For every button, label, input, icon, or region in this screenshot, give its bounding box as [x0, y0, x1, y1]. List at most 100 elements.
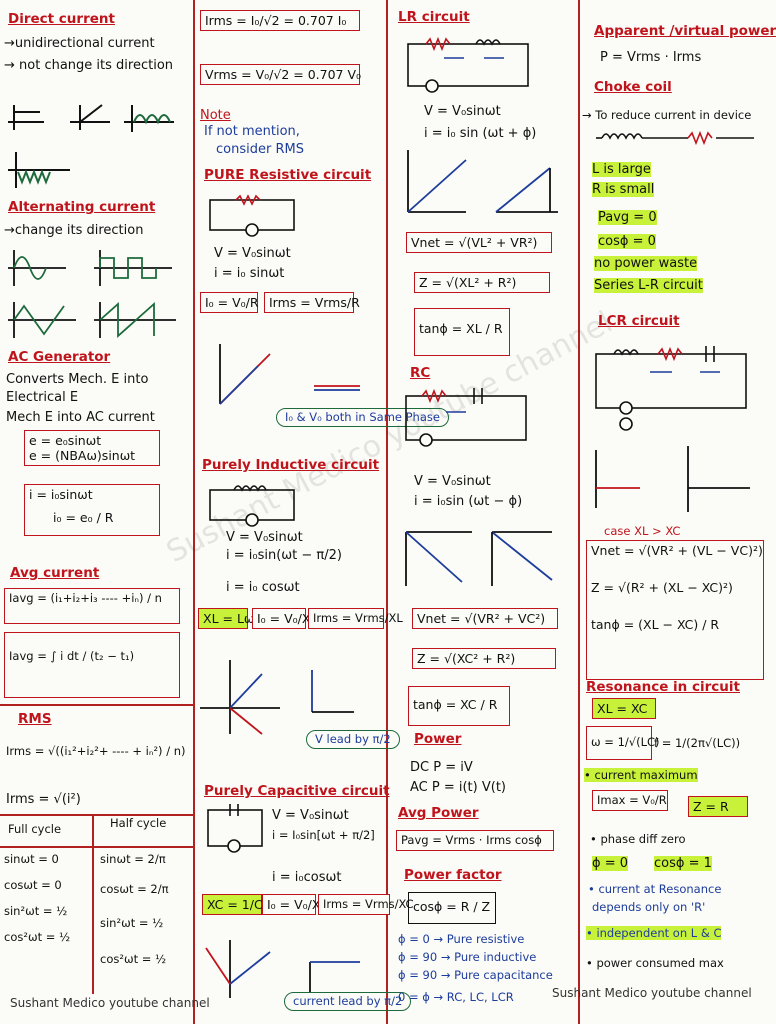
resistive-title: PURE Resistive circuit: [204, 167, 372, 183]
resonance-z: Z = R: [693, 799, 729, 814]
power-factor-formula: cosϕ = R / Z: [413, 899, 491, 914]
full-cycle-cos2: cos²ωt = ½: [4, 930, 71, 944]
resistive-formula-2: i = i₀ sinωt: [214, 266, 285, 281]
resonance-point-4-text: cosϕ = 1: [654, 856, 712, 871]
inductive-box-3: Irms = Vrms/XL: [308, 608, 403, 629]
avg-formula-box-2: Iavg = ∫ i dt / (t₂ − t₁): [4, 632, 180, 698]
avg-power-formula: Pavg = Vrms · Irms cosϕ: [401, 833, 542, 847]
resonance-title: Resonance in circuit: [586, 679, 740, 695]
inductive-formula-1: V = V₀sinωt: [226, 530, 303, 545]
choke-point-3: Pavg = 0: [598, 210, 657, 225]
resonance-imax-box: Imax = V₀/R: [592, 790, 668, 811]
inductive-xl: XL = Lω: [203, 611, 255, 626]
generator-line-2: Electrical E: [6, 390, 79, 405]
lcr-title: LCR circuit: [598, 313, 680, 329]
table-header-full: Full cycle: [8, 822, 62, 836]
choke-point-5-text: no power waste: [594, 256, 698, 271]
vrms-formula: Vrms = V₀/√2 = 0.707 V₀: [205, 67, 362, 82]
pf-line-1: ϕ = 0 → Pure resistive: [398, 932, 525, 946]
choke-coil-diagram: [596, 130, 754, 146]
resonance-point-3-text: ϕ = 0: [592, 856, 629, 871]
pf-line-3: ϕ = 90 → Pure capacitance: [398, 968, 553, 982]
generator-line-3: Mech E into AC current: [6, 410, 155, 425]
lr-formula-1: V = V₀sinωt: [424, 104, 501, 119]
rc-formula-1: V = V₀sinωt: [414, 474, 491, 489]
capacitive-formula-1: V = V₀sinωt: [272, 808, 349, 823]
rc-formula-2: i = i₀sin (ωt − ϕ): [414, 494, 523, 509]
half-cycle-cos: cosωt = 2/π: [100, 882, 169, 896]
resonance-point-4: cosϕ = 1: [654, 856, 712, 871]
generator-title: AC Generator: [8, 349, 111, 365]
dc-line-1: →unidirectional current: [4, 36, 155, 51]
lr-circuit-diagram: [407, 36, 529, 93]
avg-power-title: Avg Power: [398, 805, 479, 821]
lr-box-1: Vnet = √(VL² + VR²): [406, 232, 552, 253]
rc-box-2: Z = √(XC² + R²): [412, 648, 556, 669]
resistive-box-1: I₀ = V₀/R: [200, 292, 259, 313]
resistive-formula-1: V = V₀sinωt: [214, 246, 291, 261]
resonance-condition: XL = XC: [592, 698, 656, 719]
lr-formula-2: i = i₀ sin (ωt + ϕ): [424, 126, 537, 141]
power-factor-box: cosϕ = R / Z: [408, 892, 496, 924]
table-header-half: Half cycle: [110, 816, 167, 830]
choke-point-5: no power waste: [594, 256, 698, 271]
inductive-box-2: I₀ = V₀/XL: [252, 608, 318, 629]
capacitive-title: Purely Capacitive circuit: [204, 783, 390, 799]
rc-z: Z = √(XC² + R²): [417, 651, 516, 666]
inductive-i0: I₀ = V₀/XL: [257, 611, 318, 626]
capacitive-i0: I₀ = V₀/XC: [267, 897, 329, 912]
resonance-point-5: • current at Resonance: [588, 882, 722, 896]
avg-formula-box-1: Iavg = (i₁+i₂+i₃ ---- +iₙ) / n: [4, 588, 180, 624]
half-cycle-sin2: sin²ωt = ½: [100, 916, 164, 930]
full-cycle-sin: sinωt = 0: [4, 852, 59, 866]
rc-vnet: Vnet = √(VR² + VC²): [417, 611, 546, 626]
choke-coil-title: Choke coil: [594, 79, 672, 95]
lr-z: Z = √(XL² + R²): [419, 275, 517, 290]
inductive-lead-note: V lead by π/2: [306, 730, 400, 749]
pf-line-2: ϕ = 90 → Pure inductive: [398, 950, 537, 964]
rc-box-1: Vnet = √(VR² + VC²): [412, 608, 558, 629]
lcr-formula-box: Vnet = √(VR² + (VL − VC)²) Z = √(R² + (X…: [586, 540, 764, 680]
resistive-phasor-diagram: [219, 344, 360, 405]
column-divider: [193, 0, 195, 1024]
note-label: Note: [200, 108, 231, 123]
resonance-point-7-text: • independent on L & C: [586, 926, 722, 940]
power-factor-title: Power factor: [404, 867, 502, 883]
lr-box-2: Z = √(XL² + R²): [414, 272, 550, 293]
footer-left: Sushant Medico youtube channel: [10, 996, 210, 1010]
column-divider: [578, 0, 580, 1024]
apparent-power-title: Apparent /virtual power: [594, 23, 776, 39]
vrms-formula-box: Vrms = V₀/√2 = 0.707 V₀: [200, 64, 362, 85]
choke-point-6-text: Series L-R circuit: [594, 278, 703, 293]
choke-point-6: Series L-R circuit: [594, 278, 703, 293]
rc-phasor-diagram: [405, 531, 553, 586]
inductive-title: Purely Inductive circuit: [202, 457, 380, 473]
lcr-circuit-diagram: [595, 346, 747, 431]
choke-point-4: cosϕ = 0: [598, 234, 656, 249]
resonance-imax: Imax = V₀/R: [597, 793, 667, 807]
full-cycle-cos: cosωt = 0: [4, 878, 62, 892]
inductive-irms: Irms = Vrms/XL: [313, 611, 403, 625]
avg-formula-2: Iavg = ∫ i dt / (t₂ − t₁): [9, 649, 135, 663]
lcr-vnet: Vnet = √(VR² + (VL − VC)²): [591, 543, 763, 558]
resonance-z-box: Z = R: [688, 796, 748, 817]
capacitive-xc: XC = 1/Cω: [207, 897, 274, 912]
power-ac: AC P = i(t) V(t): [410, 780, 506, 795]
lcr-z: Z = √(R² + (XL − XC)²): [591, 580, 733, 595]
generator-formula-box: e = e₀sinωt e = (NBAω)sinωt: [24, 430, 160, 466]
resistive-i0: I₀ = V₀/R: [205, 295, 259, 310]
capacitive-circuit-icon: [207, 804, 263, 853]
dc-line-2: → not change its direction: [4, 58, 174, 73]
inductive-circuit-icon: [209, 485, 295, 527]
power-title: Power: [414, 731, 462, 747]
lcr-case-label: case XL > XC: [604, 524, 681, 538]
inductive-formula-2: i = i₀sin(ωt − π/2): [226, 548, 342, 563]
half-cycle-cos2: cos²ωt = ½: [100, 952, 167, 966]
resistive-irms: Irms = Vrms/R: [269, 295, 360, 310]
table-divider: [92, 814, 94, 994]
rms-title: RMS: [18, 711, 52, 727]
choke-point-1: L is large: [592, 162, 651, 177]
footer-right: Sushant Medico youtube channel: [552, 986, 752, 1000]
rc-tan: tanϕ = XC / R: [413, 697, 498, 712]
